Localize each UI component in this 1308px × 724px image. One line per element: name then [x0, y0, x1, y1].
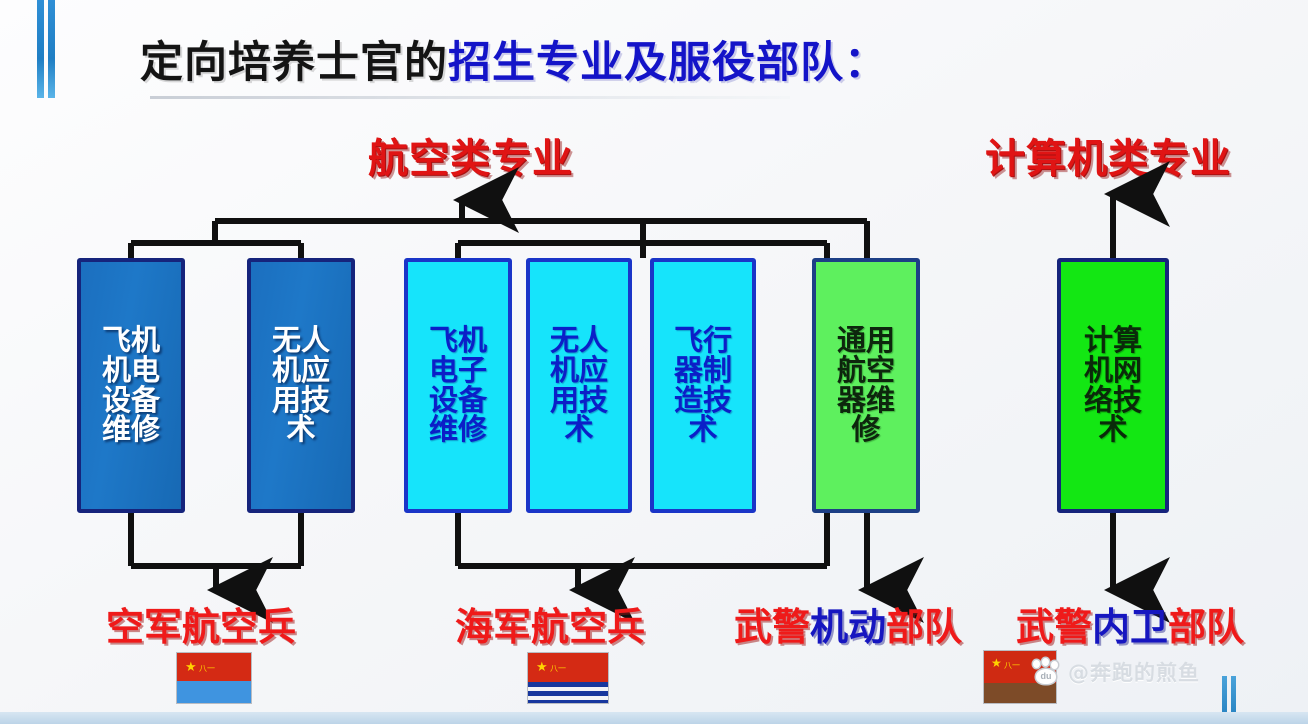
watermark: du @奔跑的煎鱼 — [1031, 657, 1200, 687]
baidu-paw-icon: du — [1031, 658, 1061, 686]
navy-flag: ★ 八一 — [527, 652, 609, 704]
major-box-aircraft-manufacturing[interactable]: 飞行器制造技术 — [650, 258, 756, 513]
bottom-accent-bar-left — [1222, 676, 1227, 712]
unit-label-pap-mobile: 武警机动部队 — [734, 596, 962, 651]
unit-label-part: 空军航空兵 — [106, 605, 297, 649]
unit-label-part: 部队 — [886, 605, 963, 649]
air-force-flag: ★ 八一 — [176, 652, 252, 704]
unit-label-part: 部队 — [1168, 605, 1245, 649]
unit-label-part: 武警 — [1016, 605, 1093, 649]
major-label: 飞行器制造技术 — [673, 322, 732, 447]
unit-label-part: 机动 — [810, 605, 887, 649]
page-title-blue: 招生专业及服役部队： — [448, 38, 888, 88]
major-label: 计算机网络技术 — [1083, 322, 1142, 447]
major-box-general-aviation-maintenance[interactable]: 通用航空器维修 — [812, 258, 920, 513]
unit-label-part: 海军航空兵 — [455, 605, 646, 649]
major-label: 通用航空器维修 — [836, 322, 895, 447]
major-box-aircraft-electromechanical[interactable]: 飞机机电设备维修 — [77, 258, 185, 513]
major-box-aircraft-electronics[interactable]: 飞机电子设备维修 — [404, 258, 512, 513]
unit-label-navy-aviation: 海军航空兵 — [455, 596, 645, 651]
watermark-text: @奔跑的煎鱼 — [1068, 661, 1200, 685]
accent-bars-decoration — [37, 0, 61, 98]
unit-label-air-force-aviation: 空军航空兵 — [106, 596, 296, 651]
page-title: 定向培养士官的招生专业及服役部队： — [140, 32, 970, 94]
major-label: 飞机电子设备维修 — [428, 322, 487, 447]
major-box-uav-application-navy[interactable]: 无人机应用技术 — [526, 258, 632, 513]
bottom-strip — [0, 712, 1308, 724]
title-underline — [150, 96, 790, 99]
major-box-computer-network[interactable]: 计算机网络技术 — [1057, 258, 1169, 513]
unit-label-pap-internal: 武警内卫部队 — [1016, 596, 1244, 651]
page-title-black: 定向培养士官的 — [140, 38, 448, 88]
major-label: 无人机应用技术 — [271, 322, 330, 447]
accent-bar-right — [48, 0, 55, 98]
unit-label-part: 内卫 — [1092, 605, 1169, 649]
baidu-du-label: du — [1036, 669, 1056, 684]
accent-bar-left — [37, 0, 44, 98]
major-box-uav-application-air-force[interactable]: 无人机应用技术 — [247, 258, 355, 513]
unit-label-part: 武警 — [734, 605, 811, 649]
major-label: 无人机应用技术 — [549, 322, 608, 447]
major-label: 飞机机电设备维修 — [101, 322, 160, 447]
bottom-accent-bar-right — [1231, 676, 1236, 712]
bottom-accent-bars — [1222, 676, 1242, 712]
